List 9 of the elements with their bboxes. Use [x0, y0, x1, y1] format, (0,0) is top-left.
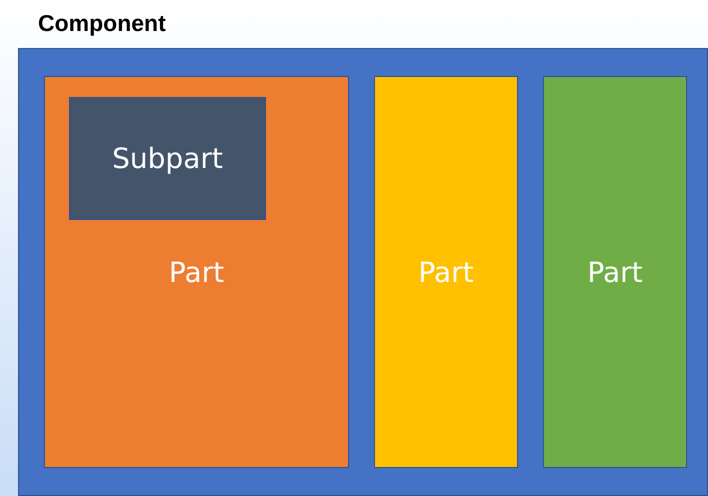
- box-label: Part: [587, 256, 643, 288]
- subpart-box: [69, 97, 266, 220]
- box-label: Subpart: [112, 142, 223, 175]
- box-label: Part: [418, 256, 474, 288]
- part-box: [374, 76, 518, 468]
- heading: Component: [38, 10, 166, 37]
- part-box: [543, 76, 687, 468]
- part-box: [44, 76, 349, 468]
- box-label: Part: [168, 256, 224, 288]
